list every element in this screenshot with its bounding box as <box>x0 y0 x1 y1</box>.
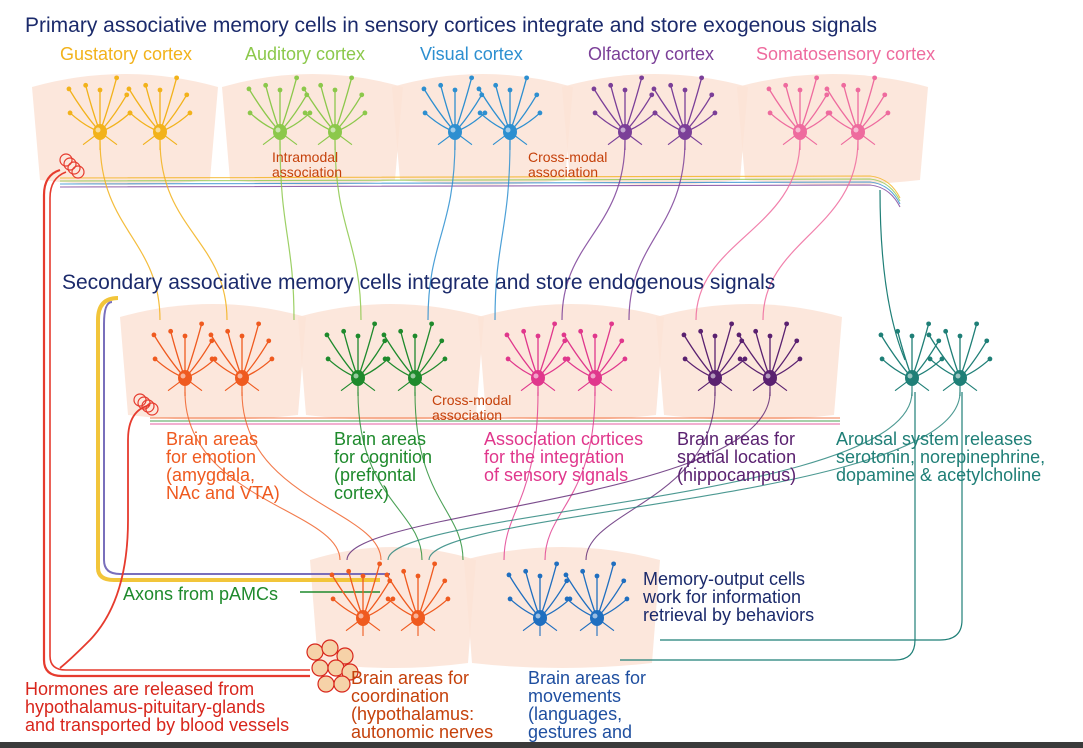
secondary-to-output-axon-7 <box>346 391 771 561</box>
primary-to-secondary-axon-0 <box>99 139 161 321</box>
primary-neuron-1 <box>126 75 193 150</box>
vessel-capillary-top-1 <box>63 157 77 171</box>
secondary-neuron-3 <box>381 321 448 396</box>
secondary-neuron-7 <box>736 321 803 396</box>
primary-neuron-0 <box>66 75 133 150</box>
secondary-neuron-1 <box>208 321 275 396</box>
primary-neuron-5 <box>476 75 543 150</box>
secondary-to-output-axon-1 <box>241 391 382 561</box>
gland-cell-6 <box>317 675 335 693</box>
primary-neuron-2 <box>246 75 313 150</box>
association-cortices-label: Association cortices for the integration… <box>484 429 644 485</box>
arousal-input-axon <box>879 189 906 361</box>
output-panel-1 <box>464 547 660 668</box>
primary-to-secondary-axon-9 <box>762 139 859 321</box>
visual-cortex-label: Visual cortex <box>420 44 523 64</box>
primary-to-secondary-axon-8 <box>695 139 801 321</box>
primary-to-secondary-axon-6 <box>561 139 626 321</box>
hormones-label: Hormones are released from hypothalamus-… <box>25 679 290 735</box>
primary-to-secondary-axon-7 <box>628 139 686 321</box>
secondary-panel-3 <box>656 304 842 420</box>
output-neuron-3 <box>563 561 630 636</box>
primary-neuron-9 <box>824 75 891 150</box>
primary-panel-3 <box>562 74 748 185</box>
vessel-left-outer <box>42 168 310 678</box>
output-neuron-2 <box>506 561 573 636</box>
gland-cell-1 <box>321 639 339 657</box>
secondary-heading: Secondary associative memory cells integ… <box>62 271 776 294</box>
primary-bundle-0 <box>59 175 901 199</box>
secondary-to-output-axon-4 <box>503 391 539 561</box>
secondary-neuron-0 <box>151 321 218 396</box>
output-panel-0 <box>310 547 476 668</box>
arousal-output-axon-2 <box>660 392 963 641</box>
primary-bundle-2 <box>59 181 901 205</box>
crossmodal-association-mid-label: Cross-modal association <box>432 392 512 423</box>
gland-cell-7 <box>333 675 351 693</box>
vessel-capillary-mid-3 <box>145 402 159 416</box>
primary-to-secondary-axon-1 <box>159 139 228 321</box>
gland-cell-0 <box>306 643 324 661</box>
pamc-axon-loop-purple <box>103 301 390 575</box>
cortex-panels <box>32 74 928 668</box>
vessel-capillary-mid-2 <box>141 399 155 413</box>
primary-panel-4 <box>737 74 928 185</box>
vessel-left-inner <box>49 171 310 671</box>
neurons <box>66 75 993 636</box>
secondary-to-output-axon-8 <box>387 391 913 561</box>
arousal-system-label: Arousal system releases serotonin, norep… <box>836 429 1046 485</box>
vessel-capillary-top-0 <box>59 153 73 167</box>
blood-vessels <box>42 153 359 693</box>
output-neuron-1 <box>384 561 451 636</box>
secondary-to-output-axon-3 <box>414 391 464 561</box>
output-neuron-0 <box>329 561 396 636</box>
spatial-location-label: Brain areas for spatial location (hippoc… <box>677 429 797 485</box>
secondary-to-output-axon-9 <box>428 391 961 561</box>
primary-neuron-8 <box>766 75 833 150</box>
primary-to-secondary-axon-2 <box>279 139 295 321</box>
primary-neuron-3 <box>301 75 368 150</box>
memory-output-cells-label: Memory-output cells work for information… <box>643 569 815 625</box>
pamc-axon-loop-yellow <box>96 296 380 582</box>
axons-from-pamcs-label: Axons from pAMCs <box>123 584 279 604</box>
axon-wires <box>59 139 963 661</box>
primary-neuron-4 <box>421 75 488 150</box>
secondary-to-output-axon-5 <box>544 391 596 561</box>
gland-cell-3 <box>311 659 329 677</box>
secondary-neuron-5 <box>561 321 628 396</box>
gland-cell-5 <box>341 663 359 681</box>
primary-panel-2 <box>392 74 573 185</box>
primary-to-secondary-axon-5 <box>494 139 511 321</box>
emotion-areas-label: Brain areas for emotion (amygdala, NAc a… <box>166 429 280 503</box>
primary-to-secondary-axon-3 <box>334 139 362 321</box>
primary-bundle-3 <box>59 184 901 208</box>
secondary-to-output-axon-2 <box>357 391 423 561</box>
secondary-neuron-9 <box>926 321 993 396</box>
secondary-neuron-8 <box>878 321 945 396</box>
secondary-to-output-axon-0 <box>184 391 341 561</box>
cognition-areas-label: Brain areas for cognition (prefrontal co… <box>334 429 433 503</box>
coordination-areas-label: Brain areas for coordination (hypothalam… <box>351 668 494 742</box>
gustatory-cortex-label: Gustatory cortex <box>60 44 193 64</box>
bottom-edge-bar <box>0 742 1083 748</box>
primary-to-secondary-axon-4 <box>427 139 456 321</box>
vessel-capillary-top-3 <box>71 165 85 179</box>
gland-cell-2 <box>336 647 354 665</box>
primary-bundle-1 <box>59 178 901 202</box>
somatosensory-cortex-label: Somatosensory cortex <box>756 44 936 64</box>
primary-panel-0 <box>32 74 218 185</box>
intramodal-association-label: Intramodal association <box>272 149 343 180</box>
primary-neuron-7 <box>651 75 718 150</box>
movement-areas-label: Brain areas for movements (languages, ge… <box>528 668 647 742</box>
secondary-panel-0 <box>120 304 306 420</box>
primary-neuron-6 <box>591 75 658 150</box>
crossmodal-association-top-label: Cross-modal association <box>528 149 608 180</box>
vessel-capillary-top-2 <box>67 161 81 175</box>
auditory-cortex-label: Auditory cortex <box>245 44 366 64</box>
primary-heading: Primary associative memory cells in sens… <box>25 14 878 37</box>
olfactory-cortex-label: Olfactory cortex <box>588 44 715 64</box>
vessel-middle <box>59 404 151 669</box>
